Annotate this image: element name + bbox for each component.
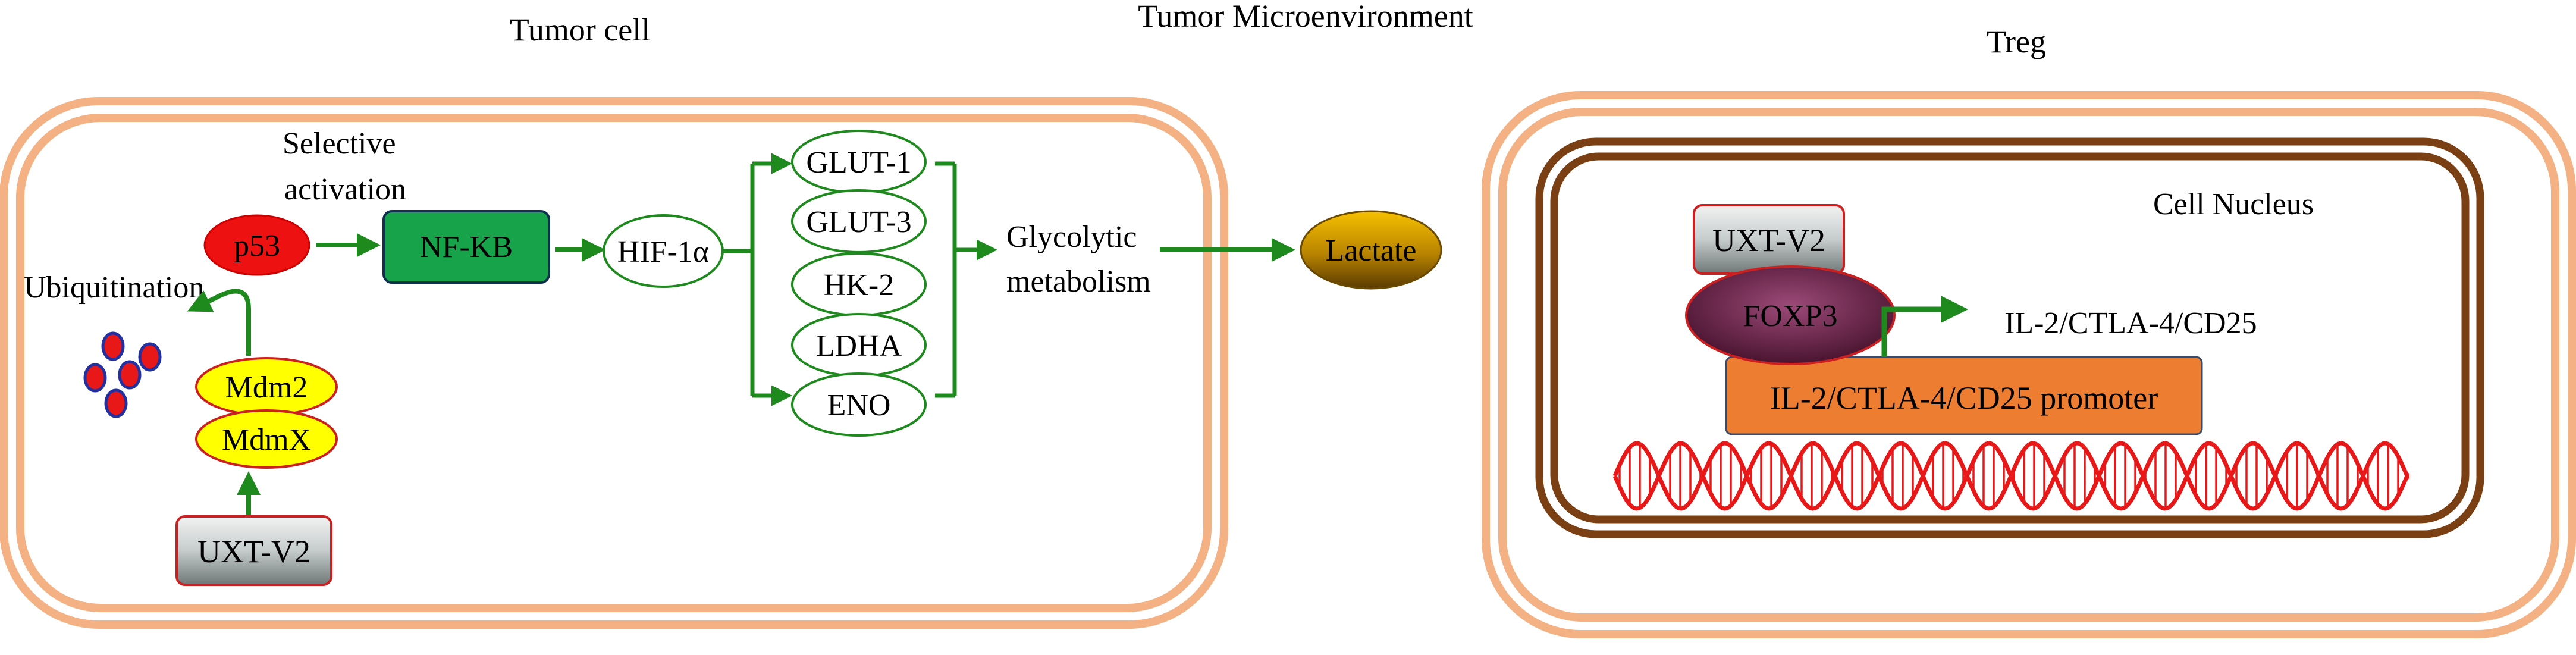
tumor-cell-heading: Tumor cell <box>510 12 651 48</box>
target-genes-label: IL-2/CTLA-4/CD25 <box>2004 306 2257 340</box>
lactate-label: Lactate <box>1326 234 1417 268</box>
mdm2-node: Mdm2 <box>195 357 338 416</box>
p53-node: p53 <box>203 214 310 276</box>
ubiquitination-label: Ubiquitination <box>24 271 204 305</box>
target-hk2: HK-2 <box>791 252 927 316</box>
treg-heading: Treg <box>1987 24 2046 59</box>
dna-helix-icon <box>1612 441 2409 511</box>
p53-label: p53 <box>234 229 280 263</box>
selective-activation-label-line2: activation <box>284 173 406 206</box>
target-ldha: LDHA <box>791 313 927 377</box>
target-eno-label: ENO <box>827 388 891 422</box>
target-glut1: GLUT-1 <box>791 130 927 194</box>
mdmx-node: MdmX <box>195 409 338 469</box>
target-eno: ENO <box>791 372 927 437</box>
target-glut3: GLUT-3 <box>791 189 927 253</box>
hif1a-label: HIF-1α <box>617 235 709 269</box>
uxt-v2-label-treg: UXT-V2 <box>1712 222 1825 258</box>
mdmx-label: MdmX <box>222 423 311 457</box>
hif-targets-bracket <box>723 153 792 406</box>
transcription-arrow <box>1881 296 1968 357</box>
treg-cell-membrane <box>1482 91 2576 638</box>
hif1a-node: HIF-1α <box>603 214 724 288</box>
nfkb-node: NF-KB <box>382 210 550 284</box>
uxt-v2-node-treg: UXT-V2 <box>1693 204 1845 275</box>
ubiquitin-dots-icon <box>83 331 162 418</box>
tumor-cell-membrane <box>0 97 1228 629</box>
cell-nucleus-membrane <box>1535 137 2484 538</box>
target-ldha-label: LDHA <box>816 329 902 363</box>
nfkb-label: NF-KB <box>420 230 513 264</box>
promoter-label: IL-2/CTLA-4/CD25 promoter <box>1770 380 2158 416</box>
selective-activation-label-line1: Selective <box>283 127 396 161</box>
glycolytic-label-line1: Glycolytic <box>1006 220 1137 254</box>
target-glut3-label: GLUT-3 <box>806 205 911 239</box>
target-glut1-label: GLUT-1 <box>806 146 911 180</box>
lactate-node: Lactate <box>1300 210 1442 290</box>
targets-to-glycolytic-bracket <box>935 161 997 398</box>
arrow-mdm2-to-ubiquitination <box>187 289 251 356</box>
target-hk2-label: HK-2 <box>824 268 894 302</box>
uxt-v2-node-tumor: UXT-V2 <box>175 515 332 586</box>
microenvironment-heading: Tumor Microenvironment <box>1138 0 1473 34</box>
uxt-v2-label-tumor: UXT-V2 <box>197 534 310 569</box>
cell-nucleus-label: Cell Nucleus <box>2153 187 2314 221</box>
foxp3-node: FOXP3 <box>1685 265 1896 365</box>
glycolytic-label-line2: metabolism <box>1006 265 1151 299</box>
mdm2-label: Mdm2 <box>225 371 308 405</box>
promoter-node: IL-2/CTLA-4/CD25 promoter <box>1725 356 2203 435</box>
foxp3-label: FOXP3 <box>1743 299 1838 333</box>
